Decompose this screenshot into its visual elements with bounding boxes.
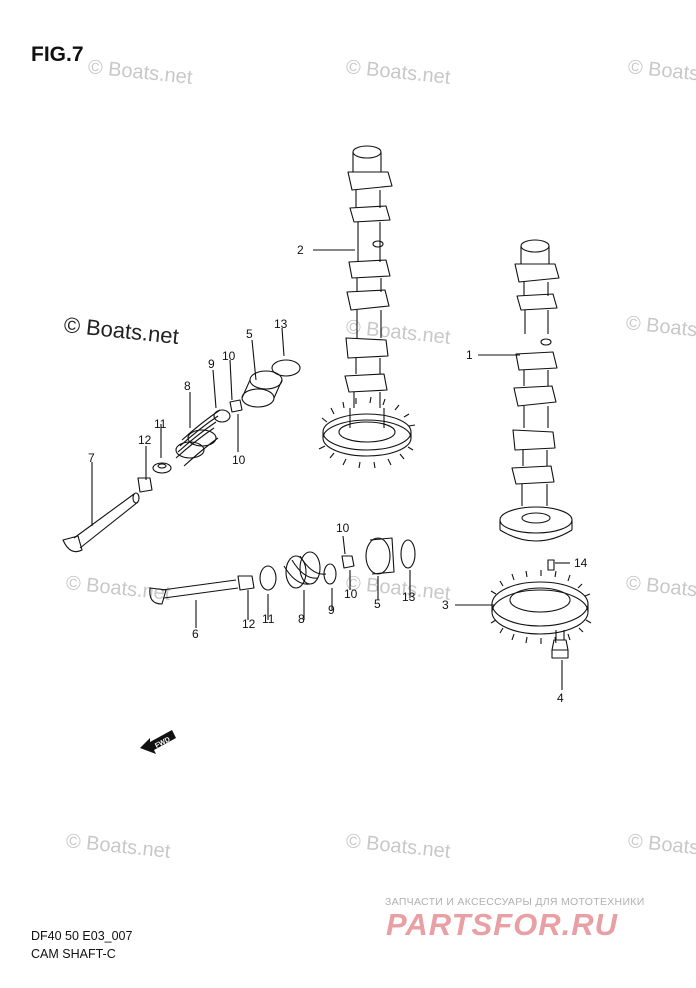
- callout-9-upper: 9: [208, 357, 215, 371]
- fwd-label: FWD: [154, 736, 171, 750]
- callout-12-lower: 12: [242, 617, 256, 631]
- callout-10-upper-b: 10: [232, 453, 246, 467]
- bolt-4: [551, 630, 569, 659]
- section-name: CAM SHAFT-C: [31, 947, 116, 961]
- callout-11-lower: 11: [262, 612, 275, 626]
- callout-14: 14: [574, 556, 588, 570]
- callout-13-upper: 13: [274, 317, 288, 331]
- model-code: DF40 50 E03_007: [31, 929, 133, 943]
- callout-6: 6: [192, 627, 199, 641]
- cam-sprocket-3: [490, 559, 592, 644]
- callout-2: 2: [297, 243, 304, 257]
- callout-11-upper: 11: [154, 417, 167, 431]
- callout-8-upper: 8: [184, 379, 191, 393]
- camshaft-1: [499, 239, 573, 542]
- callout-10-lower-b: 10: [344, 587, 358, 601]
- callout-8-lower: 8: [298, 612, 305, 626]
- figure-label: FIG.7: [31, 43, 84, 66]
- callout-13-lower: 13: [402, 590, 416, 604]
- callout-3: 3: [442, 598, 449, 612]
- banner-logo: PARTSFOR.RU: [386, 907, 619, 942]
- fwd-arrow-icon: FWD: [140, 730, 176, 754]
- callout-5-lower: 5: [374, 597, 381, 611]
- callout-12-upper: 12: [138, 433, 152, 447]
- valve-assembly-lower: [149, 537, 416, 605]
- callout-10-lower-a: 10: [336, 521, 350, 535]
- callout-7: 7: [88, 451, 95, 465]
- banner-tagline: ЗАПЧАСТИ И АКСЕССУАРЫ ДЛЯ МОТОТЕХНИКИ: [385, 896, 645, 908]
- callout-1: 1: [466, 348, 473, 362]
- callout-10-upper-a: 10: [222, 349, 236, 363]
- callout-5-upper: 5: [246, 327, 253, 341]
- callout-9-lower: 9: [328, 603, 335, 617]
- callout-4: 4: [557, 691, 564, 705]
- camshaft-2: [318, 145, 416, 469]
- valve-assembly-upper: [62, 359, 301, 553]
